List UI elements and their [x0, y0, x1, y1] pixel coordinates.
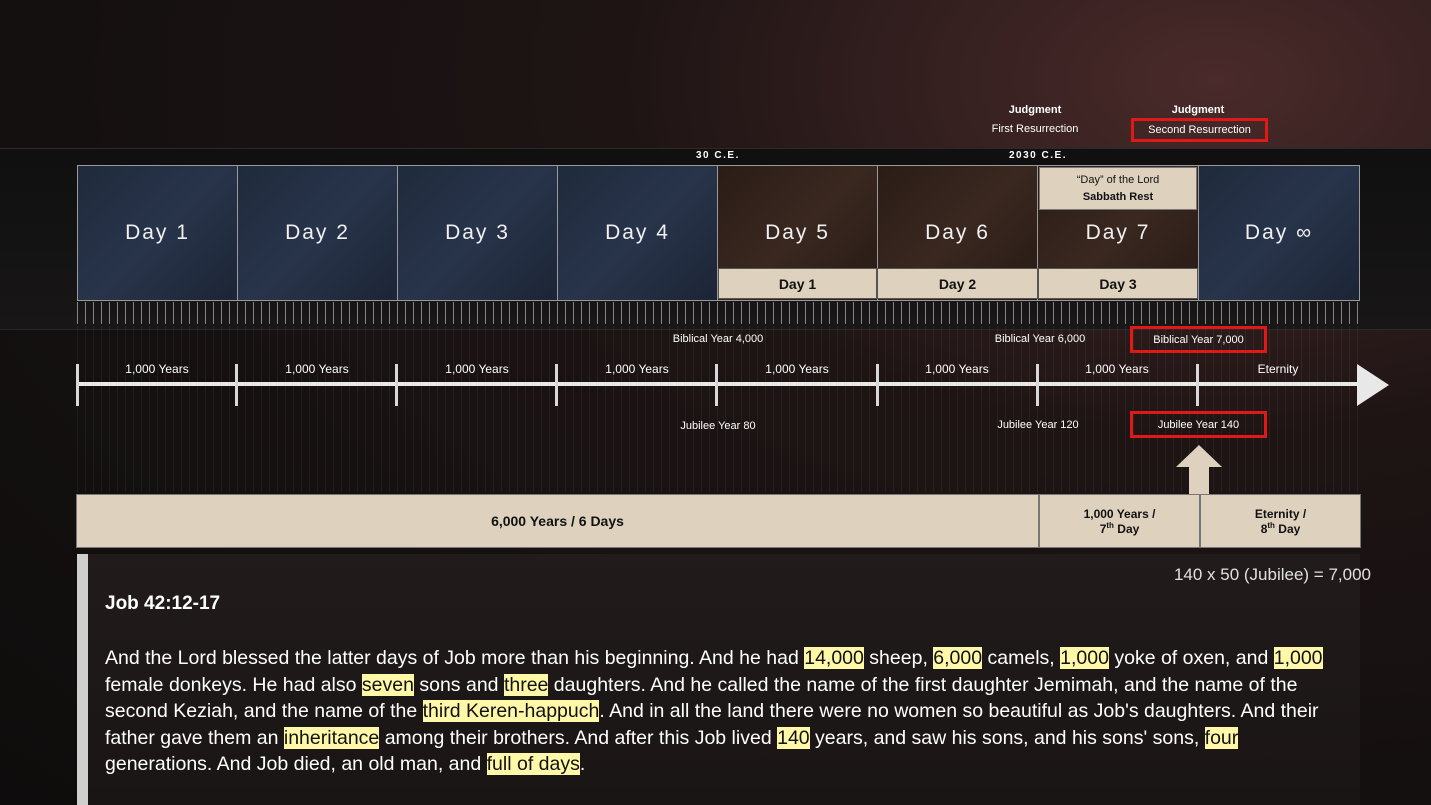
- day-box-infinity: Day ∞: [1198, 165, 1360, 301]
- jubilee-year-120: Jubilee Year 120: [997, 419, 1079, 431]
- day-box-4: Day 4: [557, 165, 718, 301]
- segment-label-eternity: Eternity: [1257, 362, 1299, 376]
- axis-tick: [235, 364, 238, 406]
- passage-text: And the Lord blessed the latter days of …: [105, 647, 805, 669]
- axis-arrowhead: [1357, 364, 1389, 406]
- passage-text: among their brothers. And after this Job…: [379, 726, 778, 749]
- jubilee-year-80: Jubilee Year 80: [680, 420, 756, 432]
- segment-label-7: 1,000 Years: [1085, 362, 1149, 376]
- jubilee-year-140: Jubilee Year 140: [1157, 418, 1240, 431]
- sub-day-label: Day 2: [938, 275, 977, 292]
- biblical-year-6000: Biblical Year 6,000: [994, 333, 1086, 345]
- highlighted-text: full of days: [486, 753, 580, 775]
- six-thousand-years-label: 6,000 Years / 6 Days: [491, 513, 624, 529]
- sub-day-3: Day 3: [1038, 268, 1198, 299]
- biblical-year-7000-box: Biblical Year 7,000: [1130, 326, 1267, 353]
- highlighted-text: four: [1204, 726, 1239, 749]
- passage-text: camels,: [982, 647, 1061, 669]
- sub-day-2: Day 2: [877, 268, 1038, 299]
- seventh-day-line1: 1,000 Years /: [1083, 506, 1156, 521]
- seventh-day-bar: 1,000 Years / 7th Day: [1039, 494, 1200, 548]
- jubilee-formula: 140 x 50 (Jubilee) = 7,000: [1173, 565, 1371, 584]
- passage-text: generations. And Job died, an old man, a…: [105, 753, 487, 775]
- axis-tick: [395, 364, 398, 406]
- highlighted-text: 140: [777, 726, 810, 749]
- day-box-1: Day 1: [77, 165, 238, 301]
- ce-label-30: 30 C.E.: [696, 150, 740, 161]
- passage-text: daughters. And he called the name of the…: [105, 673, 1298, 723]
- sabbath-rest-label: Sabbath Rest: [1082, 191, 1154, 203]
- segment-label-4: 1,000 Years: [605, 362, 669, 376]
- timeline-axis: [77, 382, 1360, 386]
- axis-tick: [715, 364, 718, 406]
- seventh-day-line2: 7th Day: [1099, 520, 1140, 536]
- second-resurrection-box: Second Resurrection: [1131, 118, 1268, 142]
- day-label: Day 7: [1085, 221, 1151, 244]
- passage-text: years, and saw his sons, and his sons' s…: [809, 726, 1205, 749]
- day-label: Day 4: [605, 221, 670, 244]
- highlighted-text: 1,000: [1273, 647, 1323, 669]
- segment-label-5: 1,000 Years: [765, 362, 829, 376]
- background-stripes: [77, 326, 1360, 492]
- segment-label-3: 1,000 Years: [445, 362, 509, 376]
- highlighted-text: 6,000: [933, 647, 983, 669]
- first-resurrection-label: First Resurrection: [991, 123, 1079, 135]
- scripture-panel: [77, 554, 1360, 805]
- axis-tick: [1196, 364, 1199, 406]
- segment-label-1: 1,000 Years: [125, 362, 189, 376]
- second-resurrection-label: Second Resurrection: [1148, 124, 1251, 136]
- axis-tick: [876, 364, 879, 406]
- six-thousand-years-bar: 6,000 Years / 6 Days: [76, 494, 1039, 548]
- sub-day-label: Day 3: [1099, 275, 1137, 292]
- day-of-the-lord-header: “Day” of the Lord Sabbath Rest: [1039, 167, 1197, 210]
- biblical-year-7000: Biblical Year 7,000: [1153, 333, 1244, 346]
- year-ruler: [77, 302, 1360, 324]
- axis-tick: [76, 364, 79, 406]
- segment-label-6: 1,000 Years: [925, 362, 989, 376]
- eighth-day-line2: 8th Day: [1260, 520, 1301, 536]
- day-of-the-lord-label: “Day” of the Lord: [1076, 174, 1160, 186]
- passage-text: .: [579, 753, 586, 775]
- ce-label-2030: 2030 C.E.: [1009, 150, 1067, 161]
- axis-tick: [1036, 364, 1039, 406]
- passage-text: yoke of oxen, and: [1108, 647, 1274, 669]
- judgment-label-second: Judgment: [1171, 104, 1225, 116]
- judgment-label-first: Judgment: [1008, 104, 1062, 116]
- day-label: Day ∞: [1244, 221, 1314, 244]
- day-label: Day 3: [445, 221, 510, 244]
- passage-text: sons and: [413, 673, 504, 696]
- day-label: Day 5: [765, 221, 830, 244]
- up-arrow-icon: [1176, 445, 1222, 495]
- day-box-2: Day 2: [237, 165, 398, 301]
- day-label: Day 2: [285, 221, 350, 244]
- biblical-year-4000: Biblical Year 4,000: [672, 333, 764, 345]
- axis-tick: [555, 364, 558, 406]
- highlighted-text: 1,000: [1060, 647, 1109, 669]
- passage-text: female donkeys. He had also: [105, 673, 362, 696]
- scripture-reference: Job 42:12-17: [105, 593, 221, 614]
- day-label: Day 6: [925, 221, 990, 244]
- passage-text: sheep,: [863, 647, 934, 669]
- highlighted-text: inheritance: [283, 726, 380, 749]
- day-box-3: Day 3: [397, 165, 558, 301]
- scripture-passage: And the Lord blessed the latter days of …: [105, 645, 1335, 778]
- jubilee-year-140-box: Jubilee Year 140: [1130, 411, 1267, 438]
- highlighted-text: third Keren-happuch: [422, 700, 600, 722]
- highlighted-text: seven: [361, 673, 414, 696]
- sub-day-label: Day 1: [778, 275, 817, 292]
- day-label: Day 1: [125, 221, 190, 244]
- highlighted-text: three: [503, 673, 549, 696]
- segment-label-2: 1,000 Years: [285, 362, 349, 376]
- sub-day-1: Day 1: [718, 268, 877, 299]
- passage-text: . And in all the land there were no wome…: [105, 700, 1319, 749]
- eighth-day-line1: Eternity /: [1254, 506, 1307, 521]
- highlighted-text: 14,000: [804, 647, 864, 669]
- eighth-day-bar: Eternity / 8th Day: [1200, 494, 1361, 548]
